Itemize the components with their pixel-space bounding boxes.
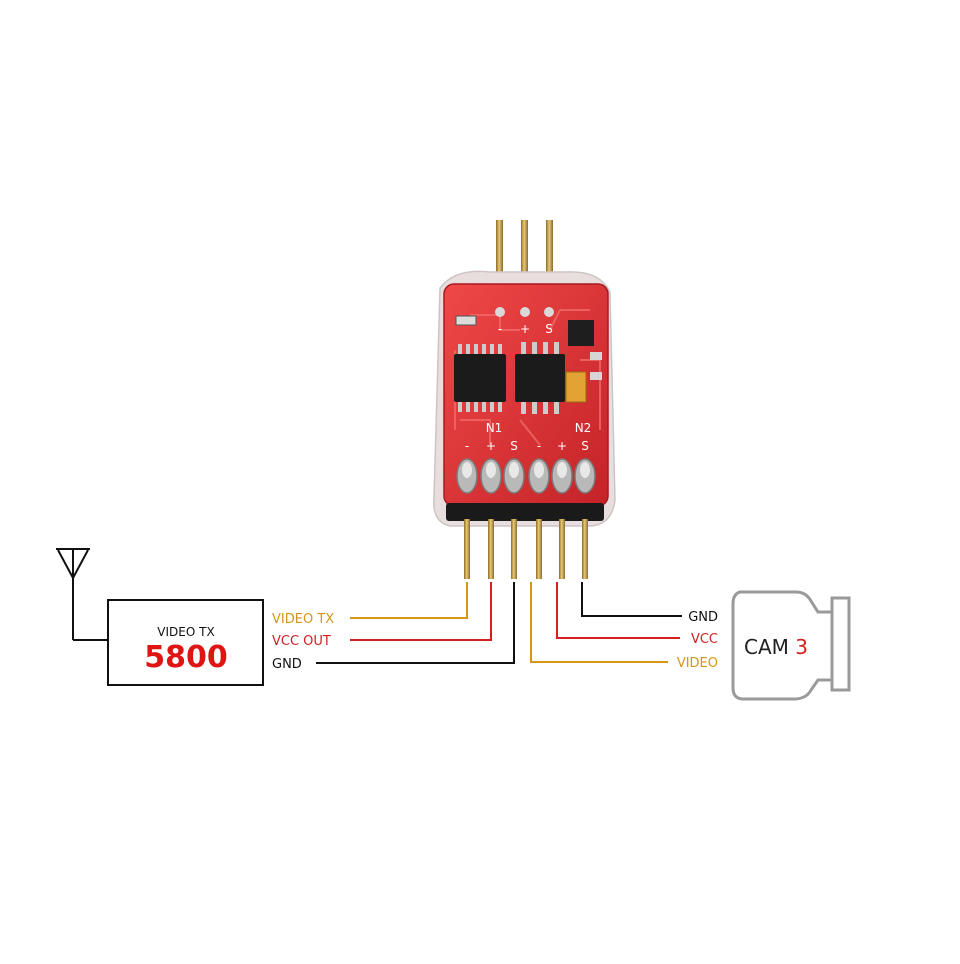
silk-top-plus: +: [520, 322, 530, 336]
n2-pin-minus: -: [537, 439, 541, 453]
solder-joints: [456, 458, 596, 494]
label-gnd-cam: GND: [688, 610, 718, 625]
label-vcc-cam: VCC: [691, 632, 718, 647]
frequency-display: 5800: [144, 640, 228, 675]
silk-top-minus: -: [498, 322, 502, 336]
n1-label: N1: [486, 421, 503, 435]
n1-pin-signal: S: [510, 439, 518, 453]
smd-component: [590, 372, 602, 380]
camera-number: 3: [795, 635, 808, 659]
wire-video-tx: [350, 582, 468, 619]
camera-label-text: CAM: [744, 635, 789, 659]
label-gnd-tx: GND: [272, 657, 302, 672]
bottom-header-base: [446, 503, 604, 521]
wire-gnd-cam: [581, 582, 682, 617]
video-switch-module: - + S: [433, 220, 616, 579]
wire-vcc-out: [350, 582, 492, 641]
pad: [495, 307, 505, 317]
n1-pin-minus: -: [465, 439, 469, 453]
ic-chip-n2: [515, 342, 565, 414]
camera-lens: [830, 596, 851, 692]
camera-label: CAM 3: [744, 635, 808, 659]
top-pin: [546, 220, 553, 278]
n2-label: N2: [575, 421, 592, 435]
video-transmitter: VIDEO TX 5800: [56, 548, 264, 686]
tantalum-capacitor: [565, 371, 587, 403]
label-video-tx: VIDEO TX: [272, 612, 334, 627]
transmitter-title: VIDEO TX: [157, 625, 214, 639]
top-pin: [521, 220, 528, 278]
silk-top-signal: S: [545, 322, 553, 336]
pad: [520, 307, 530, 317]
pad: [544, 307, 554, 317]
top-pin: [496, 220, 503, 278]
label-vcc-out: VCC OUT: [272, 634, 331, 649]
bottom-header-pins: [464, 519, 588, 579]
camera-icon: CAM 3: [731, 590, 851, 701]
label-video-cam: VIDEO: [677, 656, 718, 671]
ic-chip-n1: [454, 344, 506, 412]
regulator-chip: [568, 320, 594, 346]
wires: [316, 582, 682, 664]
wire-video-cam: [530, 582, 668, 663]
smd-component: [590, 352, 602, 360]
wire-vcc-cam: [556, 582, 680, 639]
wire-gnd-tx: [316, 582, 515, 664]
antenna-icon: [56, 548, 108, 641]
n2-pin-signal: S: [581, 439, 589, 453]
camera-body: [731, 590, 834, 701]
smd-component: [455, 315, 477, 326]
n2-pin-plus: +: [557, 439, 567, 453]
transmitter-box: [107, 599, 264, 686]
n1-pin-plus: +: [486, 439, 496, 453]
